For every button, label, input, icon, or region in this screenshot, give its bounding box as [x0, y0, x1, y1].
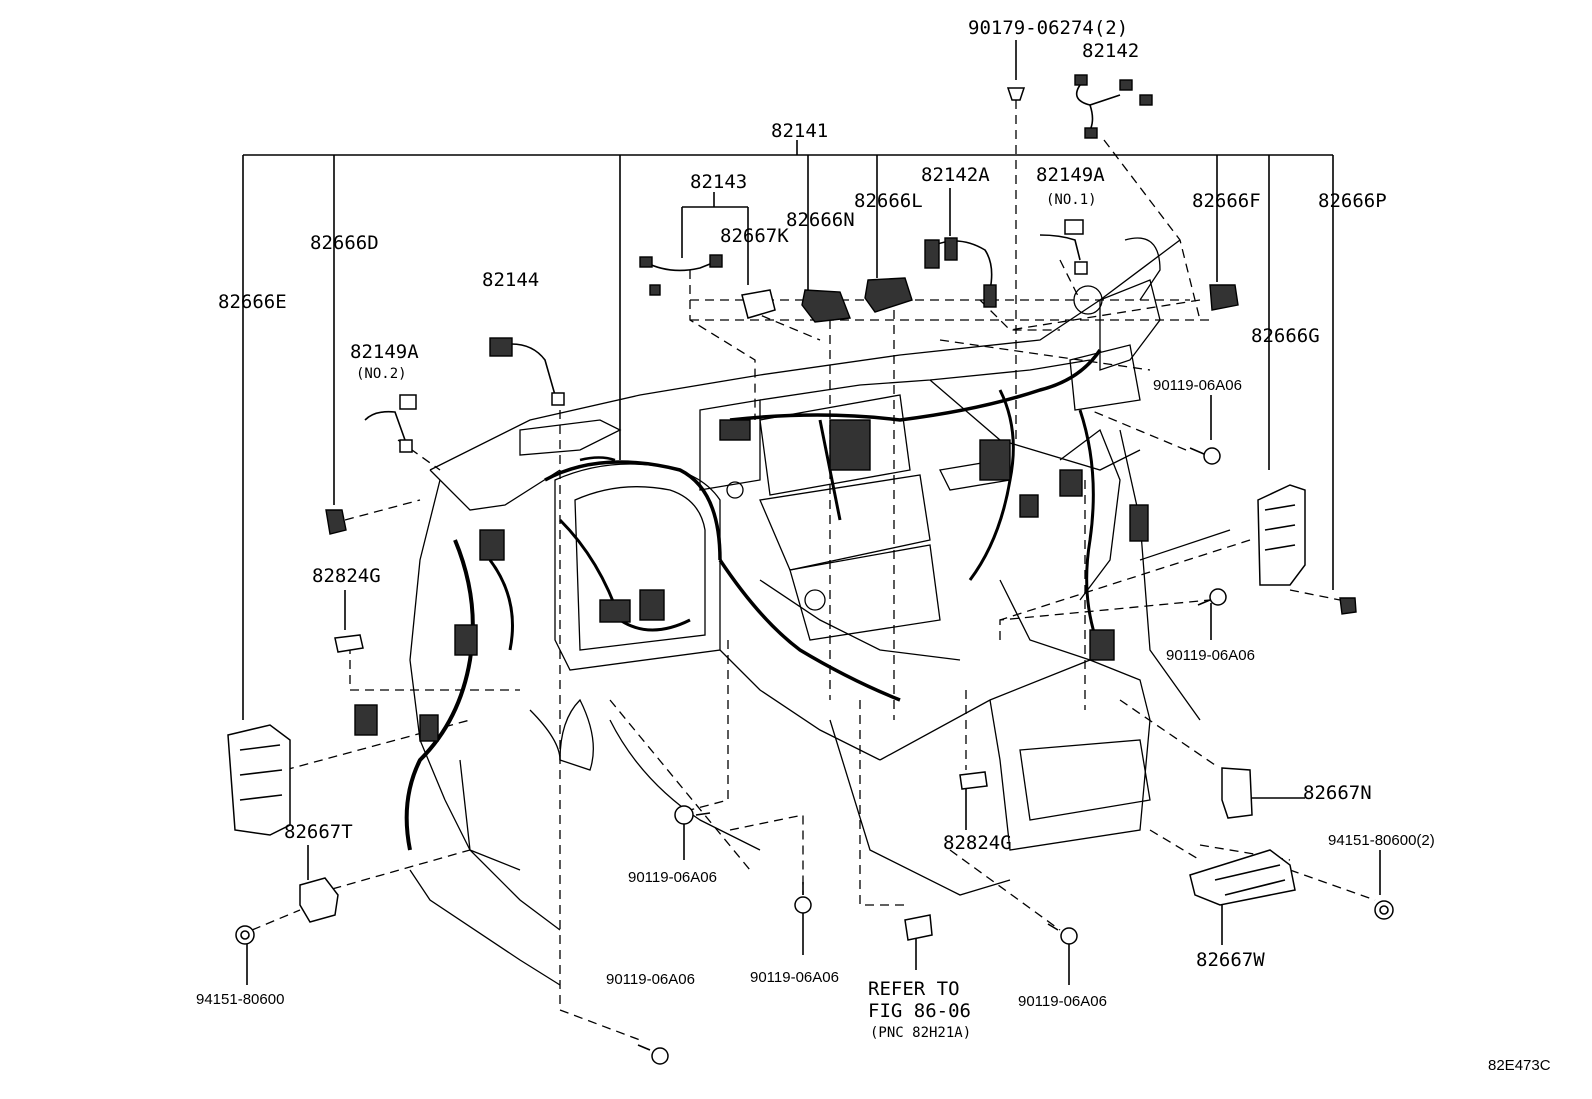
label-82824G-left: 82824G	[312, 565, 381, 587]
label-90119-06A06-f: 90119-06A06	[1018, 993, 1107, 1010]
label-94151-80600-2: 94151-80600(2)	[1328, 832, 1435, 849]
label-90119-06A06-b: 90119-06A06	[1166, 647, 1255, 664]
label-82142: 82142	[1082, 40, 1139, 62]
label-90119-06A06-d: 90119-06A06	[750, 969, 839, 986]
part-refer-82H21A	[904, 914, 933, 941]
label-82143: 82143	[690, 171, 747, 193]
part-82666D	[325, 509, 347, 535]
nut-icon	[235, 925, 255, 945]
bolt-icon	[637, 1044, 669, 1065]
label-82142A: 82142A	[921, 164, 990, 186]
label-82824G-right: 82824G	[943, 832, 1012, 854]
bolt-icon	[1047, 923, 1078, 945]
bolt-icon	[1197, 588, 1227, 606]
label-82141: 82141	[771, 120, 828, 142]
leader-82143	[681, 192, 749, 285]
label-90119-06A06-c: 90119-06A06	[628, 869, 717, 886]
label-no1: (NO.1)	[1046, 192, 1097, 208]
part-82142	[1074, 74, 1153, 139]
bolt-icon	[1189, 447, 1221, 465]
part-82666E	[227, 724, 291, 836]
part-82149A-no1	[1039, 219, 1088, 275]
label-refer-fig: FIG 86-06	[868, 1000, 971, 1022]
label-82149A-no2: 82149A	[350, 341, 419, 363]
label-82666G: 82666G	[1251, 325, 1320, 347]
part-82667N	[1221, 767, 1253, 819]
label-no2: (NO.2)	[356, 366, 407, 382]
wire-harness-82141	[354, 349, 1149, 851]
part-82143	[639, 254, 723, 296]
leader-82141	[242, 140, 1334, 720]
label-90179-06274: 90179-06274(2)	[968, 17, 1128, 39]
instrument-panel-outline	[409, 237, 1231, 986]
part-82824G-right	[959, 771, 988, 790]
part-82666L	[864, 277, 913, 313]
label-refer-pnc: (PNC 82H21A)	[870, 1025, 971, 1041]
label-82666D: 82666D	[310, 232, 379, 254]
label-82666E: 82666E	[218, 291, 287, 313]
label-82149A-no1: 82149A	[1036, 164, 1105, 186]
part-82666G	[1257, 484, 1306, 586]
label-90119-06A06-e: 90119-06A06	[606, 971, 695, 988]
label-82666P: 82666P	[1318, 190, 1387, 212]
part-82666P	[1339, 597, 1357, 615]
label-82666N: 82666N	[786, 209, 855, 231]
bolt-icon	[674, 805, 711, 825]
part-82667T	[299, 877, 339, 923]
part-82824G-left	[334, 634, 364, 653]
label-82667K: 82667K	[720, 225, 789, 247]
label-82667N: 82667N	[1303, 782, 1372, 804]
part-labels: 90179-06274(2) 82142 82141 82143 82666N …	[196, 17, 1551, 1074]
part-82667K	[741, 289, 776, 319]
bolt-icon	[794, 882, 812, 914]
label-82666L: 82666L	[854, 190, 923, 212]
solid-leaders	[246, 40, 1381, 985]
part-82666F	[1209, 284, 1239, 311]
part-82667W	[1189, 849, 1296, 906]
label-94151-80600: 94151-80600	[196, 991, 284, 1008]
part-82142A	[924, 237, 997, 308]
label-90119-06A06-a: 90119-06A06	[1153, 377, 1242, 394]
label-82666F: 82666F	[1192, 190, 1261, 212]
bolt-icons	[235, 447, 1394, 1065]
label-82667T: 82667T	[284, 821, 353, 843]
label-refer-to: REFER TO	[868, 978, 960, 1000]
nut-icon	[1374, 900, 1394, 920]
part-82666N	[801, 289, 851, 323]
part-82144	[489, 337, 565, 406]
label-82144: 82144	[482, 269, 539, 291]
figure-code: 82E473C	[1488, 1057, 1551, 1074]
clip-90179	[1006, 87, 1026, 101]
label-82667W: 82667W	[1196, 949, 1265, 971]
part-82149A-no2	[364, 394, 417, 453]
